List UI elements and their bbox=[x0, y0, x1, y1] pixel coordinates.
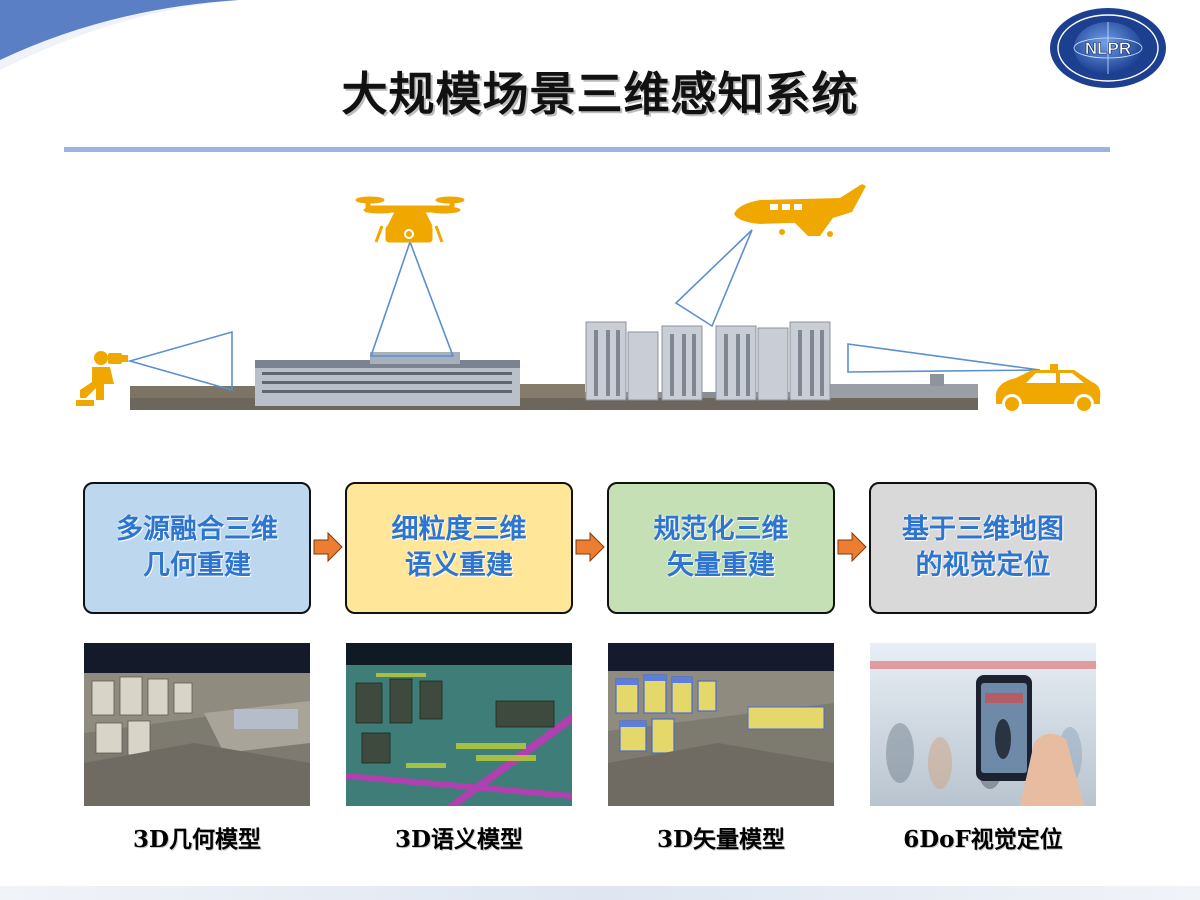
stage-label-line1: 多源融合三维 bbox=[116, 513, 278, 545]
photographer-icon bbox=[76, 351, 128, 406]
stage-geometric-reconstruction: 多源融合三维 几何重建 bbox=[83, 482, 311, 614]
geometric-model-image bbox=[84, 643, 310, 806]
flow-arrow-icon bbox=[837, 532, 867, 562]
stage-label-line1: 规范化三维 bbox=[653, 513, 789, 545]
stage-label-line2: 矢量重建 bbox=[667, 550, 775, 581]
semantic-model-image bbox=[346, 643, 572, 806]
vector-model-caption: 3D矢量模型 bbox=[657, 826, 785, 853]
logo-mark: NLPR bbox=[1085, 39, 1131, 58]
title-divider bbox=[64, 147, 1110, 152]
vector-model-image bbox=[608, 643, 834, 806]
city-strip bbox=[130, 321, 978, 410]
stage-label-line2: 语义重建 bbox=[405, 550, 513, 581]
visual-localization-caption: 6DoF视觉定位 bbox=[903, 826, 1063, 853]
flow-arrow-icon bbox=[313, 532, 343, 562]
sensing-rays bbox=[127, 229, 1041, 392]
stage-label-line2: 几何重建 bbox=[143, 550, 251, 581]
stage-vector-reconstruction: 规范化三维 矢量重建 bbox=[607, 482, 835, 614]
slide-title: 大规模场景三维感知系统 bbox=[341, 67, 859, 121]
visual-localization-image bbox=[870, 643, 1096, 806]
flow-arrow-icon bbox=[575, 532, 605, 562]
airplane-icon bbox=[734, 184, 866, 237]
stage-label-line1: 基于三维地图 bbox=[902, 513, 1064, 545]
lab-logo: NLPR bbox=[1050, 8, 1166, 88]
semantic-model-caption: 3D语义模型 bbox=[395, 826, 523, 853]
stage-semantic-reconstruction: 细粒度三维 语义重建 bbox=[345, 482, 573, 614]
drone-camera-icon bbox=[355, 196, 465, 243]
stage-label-line2: 的视觉定位 bbox=[915, 550, 1051, 581]
stage-visual-localization: 基于三维地图 的视觉定位 bbox=[869, 482, 1097, 614]
sensing-scene bbox=[76, 184, 1101, 414]
corner-swoosh bbox=[0, 0, 240, 74]
geometric-model-caption: 3D几何模型 bbox=[133, 826, 261, 853]
stage-label-line1: 细粒度三维 bbox=[391, 513, 527, 545]
sensor-car-icon bbox=[996, 364, 1101, 414]
bottom-band bbox=[0, 886, 1200, 900]
